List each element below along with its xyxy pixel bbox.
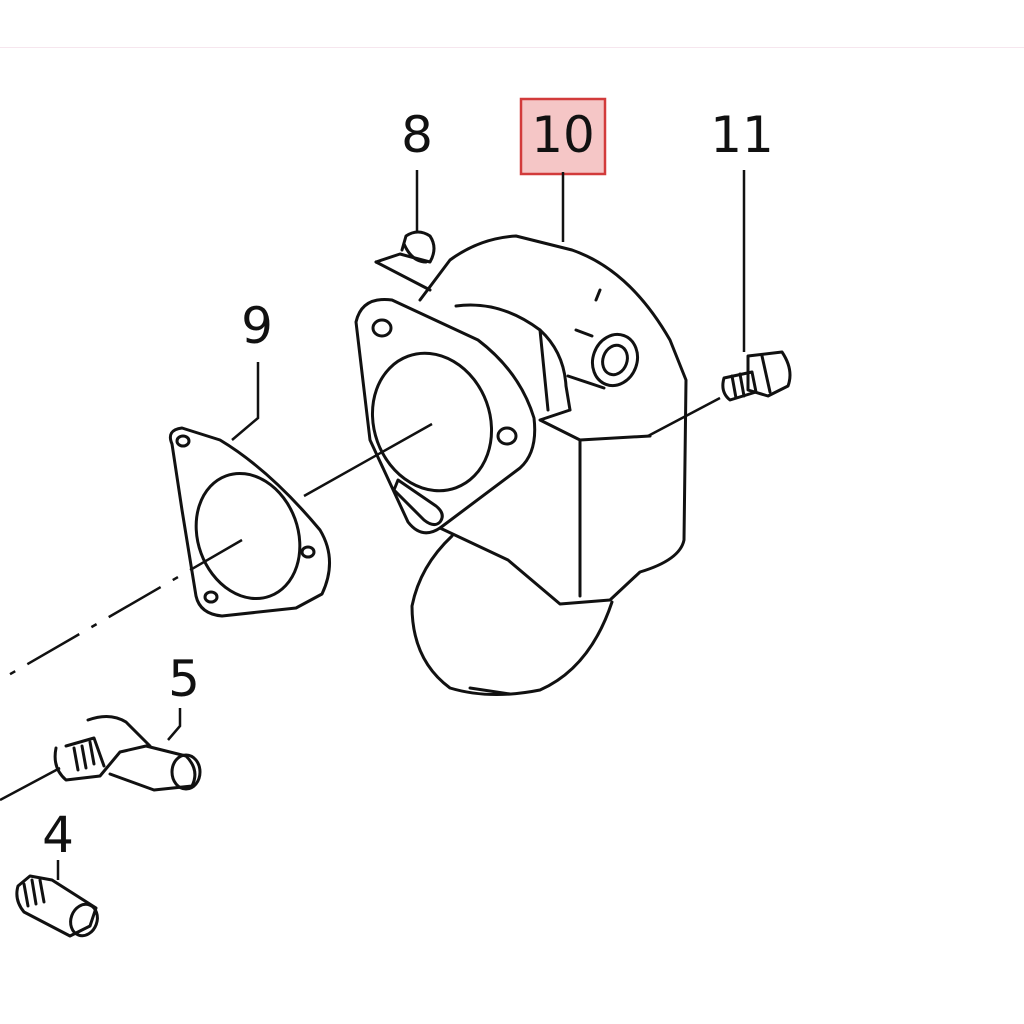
leader-line-5	[167, 708, 182, 741]
elbow-fitting-part-5[interactable]	[53, 715, 202, 792]
axis-line-elbow	[0, 766, 61, 802]
callout-label-4[interactable]: 4	[42, 806, 74, 864]
clip-part-8[interactable]	[374, 230, 436, 292]
top-divider	[0, 47, 1024, 48]
pipe-nipple-part-4[interactable]	[15, 874, 102, 939]
bolt-part-11[interactable]	[721, 350, 792, 402]
callout-label-8[interactable]: 8	[401, 106, 433, 164]
callout-label-11[interactable]: 11	[710, 106, 774, 164]
assembly-axis-lines	[0, 396, 721, 802]
thermostat-housing-part-10[interactable]	[354, 234, 688, 696]
leader-lines	[56, 170, 746, 880]
axis-line-gasket	[0, 538, 243, 682]
axis-line-housing	[303, 422, 433, 498]
callout-label-9[interactable]: 9	[241, 297, 273, 355]
leader-line-9	[231, 362, 260, 441]
gasket-part-9[interactable]	[168, 426, 332, 618]
callout-label-10[interactable]: 10	[531, 106, 595, 164]
callout-label-5[interactable]: 5	[168, 650, 200, 708]
axis-line-bolt	[647, 396, 721, 438]
